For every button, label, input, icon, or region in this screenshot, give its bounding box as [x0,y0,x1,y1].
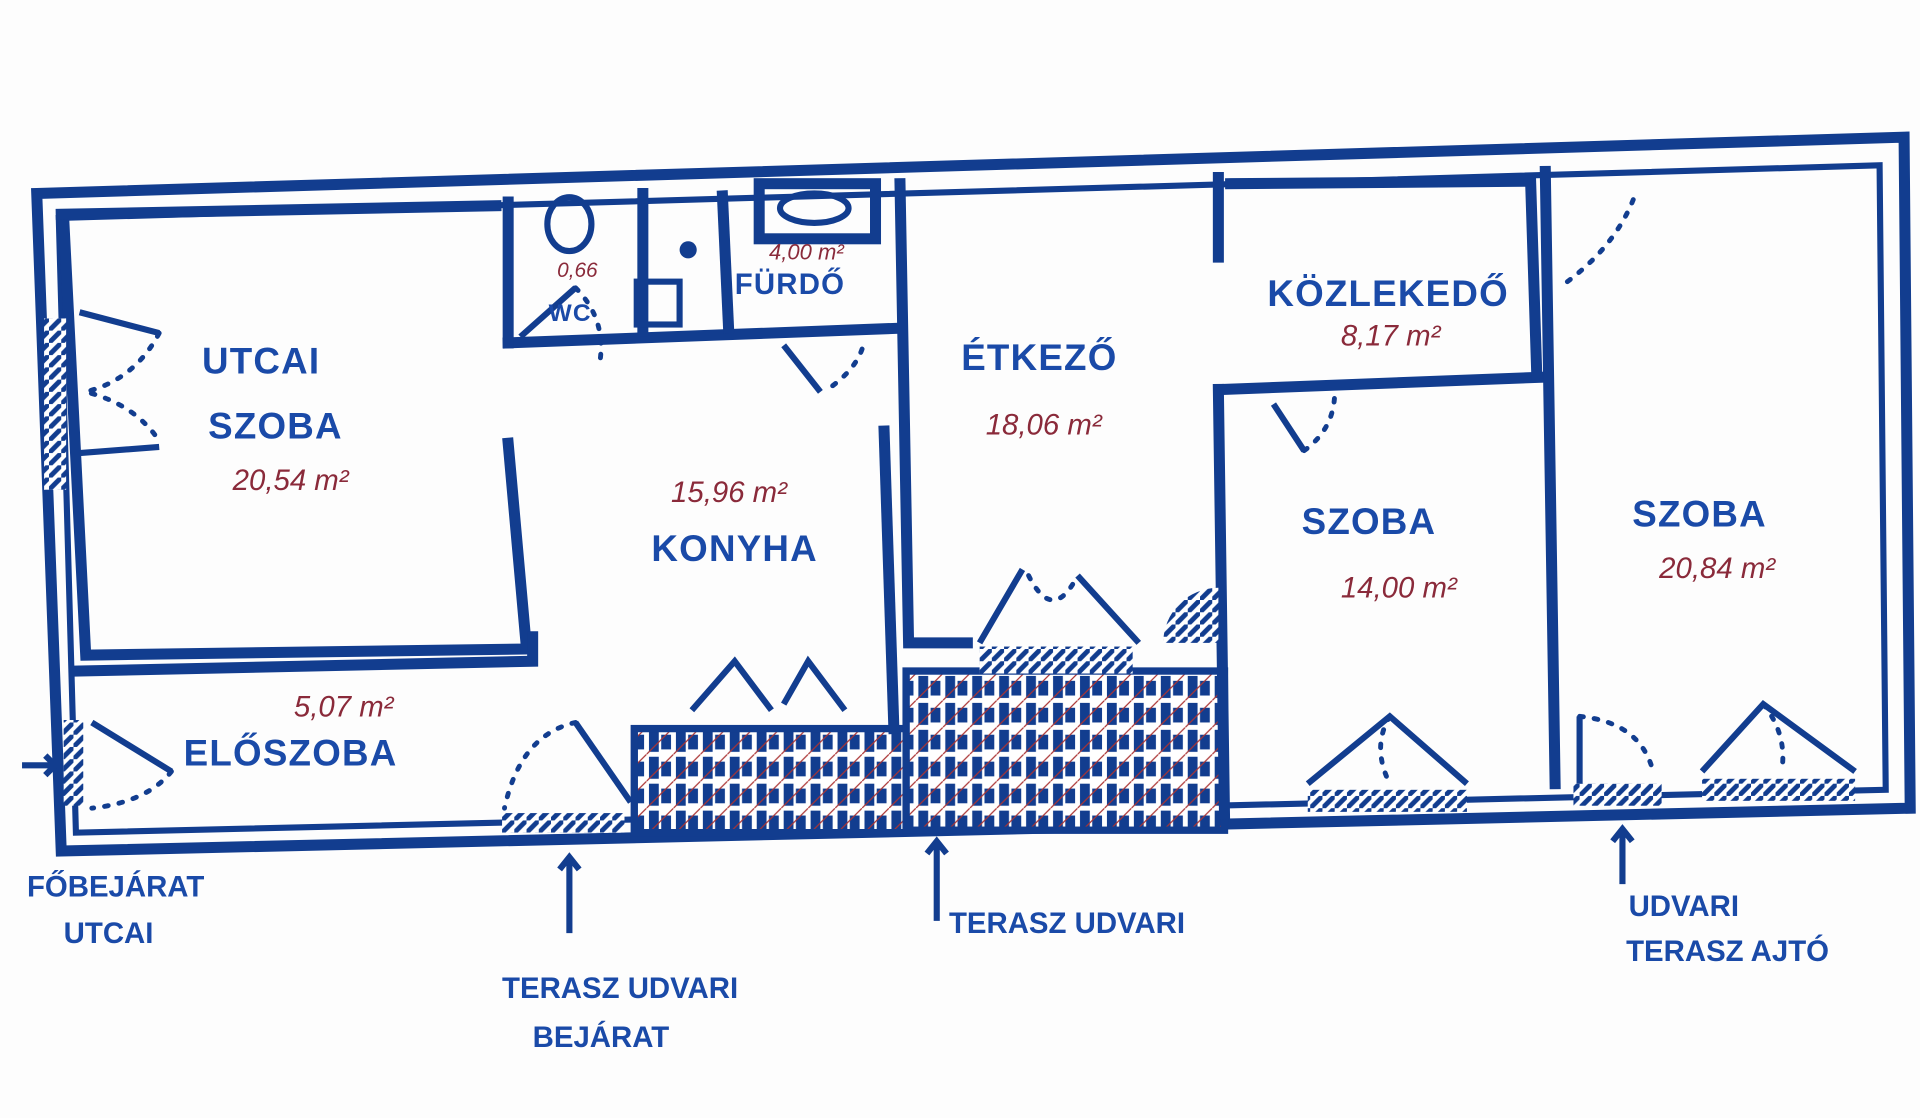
note-terrace-door-1: UDVARI [1629,890,1739,923]
room-label-szoba-2: SZOBA [1632,494,1767,535]
room-label-konyha: KONYHA [651,528,817,569]
terrace-area [630,646,1229,837]
room-label-etkezo: ÉTKEZŐ [961,336,1117,378]
room-label-utcai-szoba-1: UTCAI [202,340,320,381]
room-area-wc: 0,66 [557,259,598,282]
note-terrace-door-2: TERASZ AJTÓ [1626,934,1829,968]
room-area-utcai-szoba: 20,54 m² [232,464,350,497]
room-label-furdo: FÜRDŐ [735,267,846,301]
room-area-konyha: 15,96 m² [671,476,788,509]
room-area-szoba-2: 20,84 m² [1658,552,1776,585]
room-area-szoba-1: 14,00 m² [1341,572,1458,605]
room-label-wc: WC [549,300,592,327]
room-label-szoba-1: SZOBA [1302,501,1437,542]
note-main-entrance-1: FŐBEJÁRAT [27,869,204,903]
entrance-arrows [22,753,1635,934]
room-area-eloszoba: 5,07 m² [294,690,395,723]
room-area-kozlekedo: 8,17 m² [1341,319,1442,352]
room-area-furdo: 4,00 m² [769,240,844,265]
note-terrace-entrance-1: TERASZ UDVARI [502,972,738,1005]
interior-walls [44,165,1856,833]
note-terrace: TERASZ UDVARI [949,907,1185,940]
room-label-utcai-szoba-2: SZOBA [208,405,343,446]
note-main-entrance-2: UTCAI [64,917,154,950]
room-label-kozlekedo: KÖZLEKEDŐ [1267,272,1509,314]
room-area-etkezo: 18,06 m² [986,409,1103,442]
note-terrace-entrance-2: BEJÁRAT [533,1020,670,1054]
room-label-eloszoba: ELŐSZOBA [184,731,398,773]
door-swings [78,193,1857,811]
